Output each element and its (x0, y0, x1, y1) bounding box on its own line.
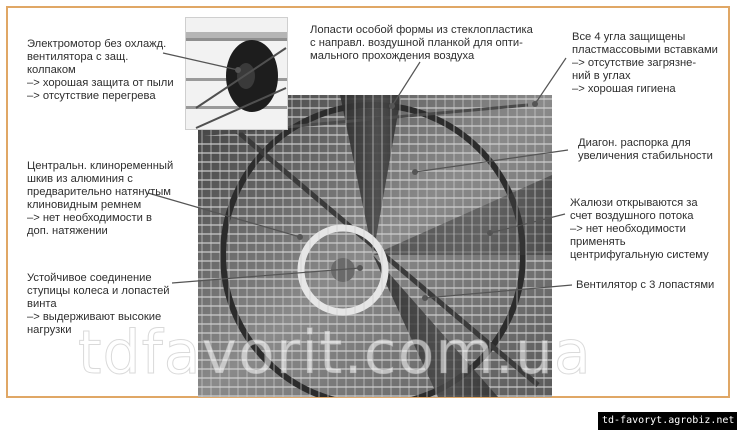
callout-pulley: Центральн. клиноременный шкив из алюмини… (27, 160, 173, 238)
callout-line: Устойчивое соединение (27, 272, 152, 284)
callout-hub: Устойчивое соединение ступицы колеса и л… (27, 272, 170, 337)
callout-line: винта (27, 298, 57, 310)
callout-line: Все 4 угла защищены (572, 31, 686, 43)
callout-line: Электромотор без охлажд. (27, 38, 167, 50)
callout-motor: Электромотор без охлажд. вентилятора с з… (27, 38, 174, 103)
callout-line: ступицы колеса и лопастей (27, 285, 170, 297)
callout-line: –> отсутствие загрязне- (572, 57, 697, 69)
callout-line: пластмассовыми вставками (572, 44, 718, 56)
callout-line: колпаком (27, 64, 76, 76)
callout-three-blades: Вентилятор с 3 лопастями (576, 279, 714, 292)
callout-line: клиновидным ремнем (27, 199, 142, 211)
callout-line: нагрузки (27, 324, 72, 336)
orange-frame (6, 6, 730, 398)
site-badge[interactable]: td-favoryt.agrobiz.net (598, 412, 737, 430)
callout-line: –> выдерживают высокие (27, 311, 162, 323)
callout-line: Вентилятор с 3 лопастями (576, 279, 715, 291)
callout-line: Жалюзи открываются за (570, 197, 698, 209)
callout-line: Диагон. распорка для (578, 137, 691, 149)
callout-line: доп. натяжении (27, 225, 108, 237)
callout-line: Лопасти особой формы из стеклопластика (310, 24, 533, 36)
callout-line: –> отсутствие перегрева (27, 90, 156, 102)
callout-blades: Лопасти особой формы из стеклопластика с… (310, 24, 533, 63)
callout-line: Центральн. клиноременный (27, 160, 174, 172)
callout-line: счет воздушного потока (570, 210, 694, 222)
callout-line: предварительно натянутым (27, 186, 171, 198)
callout-louvers: Жалюзи открываются за счет воздушного по… (570, 197, 709, 262)
callout-line: шкив из алюминия с (27, 173, 133, 185)
callout-line: –> нет необходимости в (27, 212, 152, 224)
callout-line: вентилятора с защ. (27, 51, 129, 63)
motor-photo (185, 17, 288, 130)
callout-corners: Все 4 угла защищены пластмассовыми встав… (572, 31, 718, 96)
callout-line: с направл. воздушной планкой для опти- (310, 37, 523, 49)
fan-photo (198, 95, 552, 397)
callout-line: –> нет необходимости (570, 223, 686, 235)
watermark-text: tdfavorit.com.ua (78, 318, 592, 389)
callout-line: мального прохождения воздуха (310, 50, 475, 62)
callout-line: –> хорошая защита от пыли (27, 77, 174, 89)
callout-line: центрифугальную систему (570, 249, 709, 261)
callout-line: ний в углах (572, 70, 631, 82)
callout-brace: Диагон. распорка для увеличения стабильн… (578, 137, 713, 163)
callout-line: применять (570, 236, 626, 248)
callout-line: –> хорошая гигиена (572, 83, 676, 95)
callout-line: увеличения стабильности (578, 150, 713, 162)
